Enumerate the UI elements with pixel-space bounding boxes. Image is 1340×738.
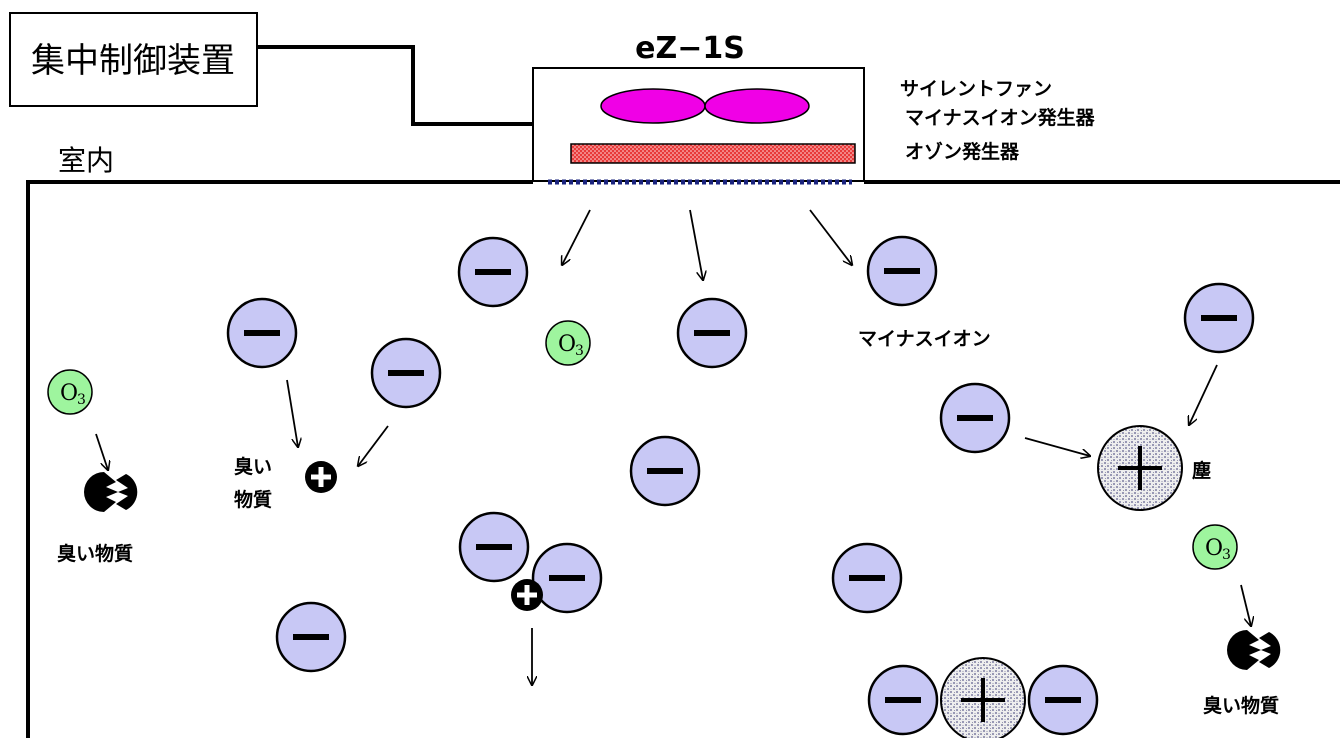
minus-ion-icon bbox=[370, 337, 442, 409]
odor-label-left: 臭い物質 bbox=[57, 542, 133, 565]
ion-arrow bbox=[1024, 437, 1090, 456]
control-device-box bbox=[9, 12, 258, 107]
emission-arrow bbox=[562, 209, 591, 265]
minus-ion-icon bbox=[458, 511, 530, 583]
ion-arrow bbox=[358, 425, 389, 466]
component-fan: サイレントファン bbox=[900, 78, 1052, 100]
component-ion-generator: マイナスイオン発生器 bbox=[905, 106, 1096, 129]
ozone-molecule-icon bbox=[1192, 524, 1238, 570]
unit-housing bbox=[532, 67, 865, 182]
dust-label: 塵 bbox=[1192, 459, 1211, 482]
minus-ion-icon bbox=[1027, 664, 1099, 736]
minus-ion-label: マイナスイオン bbox=[858, 328, 991, 350]
minus-ion-icon bbox=[1183, 282, 1255, 354]
ion-arrow bbox=[1189, 364, 1218, 425]
ozone-arrow bbox=[95, 433, 108, 470]
control-device: 集中制御装置 bbox=[9, 12, 258, 107]
plus-charge-icon bbox=[305, 461, 337, 493]
component-ozone-generator: オゾン発生器 bbox=[905, 140, 1020, 163]
room-label: 室内 bbox=[58, 144, 114, 177]
device-name: eZ−1S bbox=[635, 31, 745, 66]
minus-ion-icon bbox=[457, 236, 529, 308]
minus-ion-icon bbox=[866, 235, 938, 307]
minus-ion-icon bbox=[226, 297, 298, 369]
fan-blade-icon bbox=[704, 88, 810, 124]
plus-charge-icon bbox=[511, 579, 543, 611]
ez1s-unit bbox=[532, 67, 865, 185]
control-wire bbox=[257, 45, 533, 126]
odor-label-mid-line1: 臭い bbox=[234, 455, 272, 478]
minus-ion-icon bbox=[676, 297, 748, 369]
dust-particle-icon bbox=[940, 657, 1026, 738]
fan-blade-icon bbox=[600, 88, 706, 124]
ozone-generator-plate bbox=[570, 143, 856, 164]
minus-ion-icon bbox=[275, 601, 347, 673]
emission-arrow bbox=[689, 209, 703, 280]
minus-ion-icon bbox=[629, 435, 701, 507]
ion-arrow bbox=[286, 379, 298, 447]
dust-particle-icon bbox=[1097, 425, 1183, 511]
emission-arrow bbox=[809, 209, 852, 265]
minus-ion-icon bbox=[831, 542, 903, 614]
odor-molecule-icon bbox=[1227, 630, 1281, 670]
odor-molecule-icon bbox=[84, 472, 138, 512]
minus-ion-icon bbox=[531, 542, 603, 614]
ozone-arrow bbox=[1240, 584, 1251, 626]
ozone-molecule-icon bbox=[47, 369, 93, 415]
minus-ion-icon bbox=[939, 382, 1011, 454]
room-wall-left bbox=[26, 180, 533, 738]
minus-ion-icon bbox=[867, 664, 939, 736]
odor-label-right: 臭い物質 bbox=[1203, 694, 1279, 717]
ozone-molecule-icon bbox=[545, 320, 591, 366]
control-device-label: 集中制御装置 bbox=[31, 41, 235, 81]
odor-label-mid-line2: 物質 bbox=[234, 488, 272, 511]
